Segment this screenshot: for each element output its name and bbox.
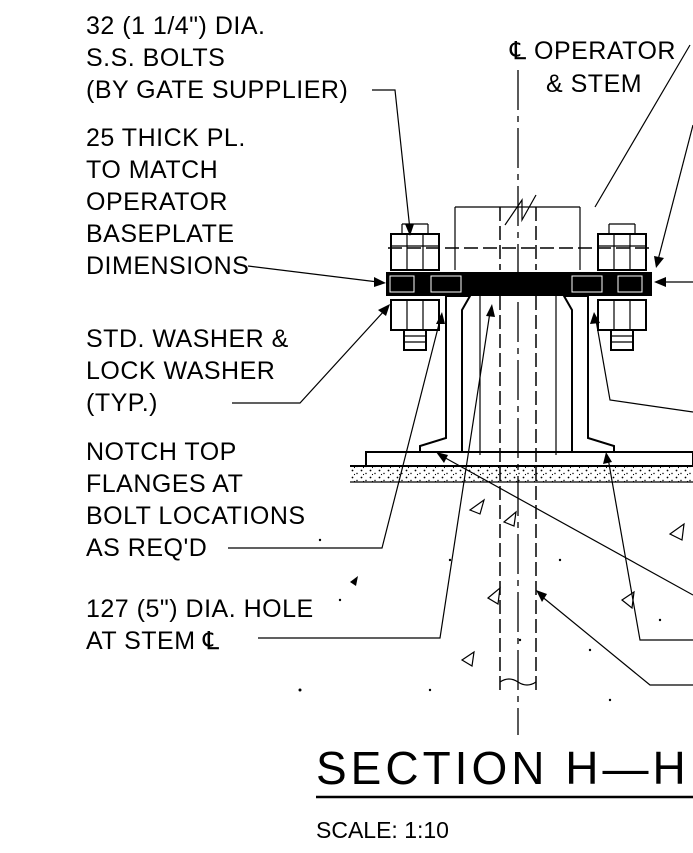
note-operator-line-1: ℄ OPERATOR [509,37,676,65]
note-notch-line-1: NOTCH TOP [86,438,237,466]
pedestal-left [419,295,472,453]
note-operator: ℄ OPERATOR & STEM [509,37,676,98]
note-plate-line-3: OPERATOR [86,188,228,216]
grout-layer [350,466,693,482]
concrete-aggregate [298,498,685,702]
bearing-plate [365,451,693,467]
baseplate [386,272,652,296]
scale-label: SCALE: 1:10 [316,817,449,843]
note-plate-line-4: BASEPLATE [86,220,235,248]
leader-hole [258,304,495,639]
leader-notch [228,312,445,549]
note-washer-line-1: STD. WASHER & [86,325,289,353]
leader-operator [594,44,691,208]
leader-plate [247,265,386,287]
note-bolts-line-3: (BY GATE SUPPLIER) [86,76,348,104]
note-hole-line-1: 127 (5") DIA. HOLE [86,595,314,623]
note-bolts-line-2: S.S. BOLTS [86,44,225,72]
leader-washer [232,304,390,404]
note-operator-line-2: & STEM [546,70,642,98]
note-notch-line-4: AS REQ'D [86,534,207,562]
leader-right-misc [436,124,693,686]
section-title: SECTION H—H [316,742,690,794]
nut-right [597,299,647,351]
operator-outline [388,194,652,270]
bolt-head-left [390,223,440,271]
note-notch: NOTCH TOP FLANGES AT BOLT LOCATIONS AS R… [86,438,306,562]
leader-bolts [372,89,414,236]
note-bolts: 32 (1 1/4") DIA. S.S. BOLTS (BY GATE SUP… [86,12,348,104]
pedestal-right [562,295,615,453]
note-washer-line-2: LOCK WASHER [86,357,275,385]
note-notch-line-3: BOLT LOCATIONS [86,502,306,530]
note-washer: STD. WASHER & LOCK WASHER (TYP.) [86,325,289,417]
note-plate-line-1: 25 THICK PL. [86,124,246,152]
note-washer-line-3: (TYP.) [86,389,158,417]
note-plate: 25 THICK PL. TO MATCH OPERATOR BASEPLATE… [86,124,249,280]
nut-left [390,299,440,351]
bolt-head-right [597,223,647,271]
note-plate-line-2: TO MATCH [86,156,218,184]
note-hole: 127 (5") DIA. HOLE AT STEM ℄ [86,595,314,655]
note-notch-line-2: FLANGES AT [86,470,243,498]
note-hole-line-2: AT STEM ℄ [86,627,220,655]
note-bolts-line-1: 32 (1 1/4") DIA. [86,12,265,40]
note-plate-line-5: DIMENSIONS [86,252,249,280]
